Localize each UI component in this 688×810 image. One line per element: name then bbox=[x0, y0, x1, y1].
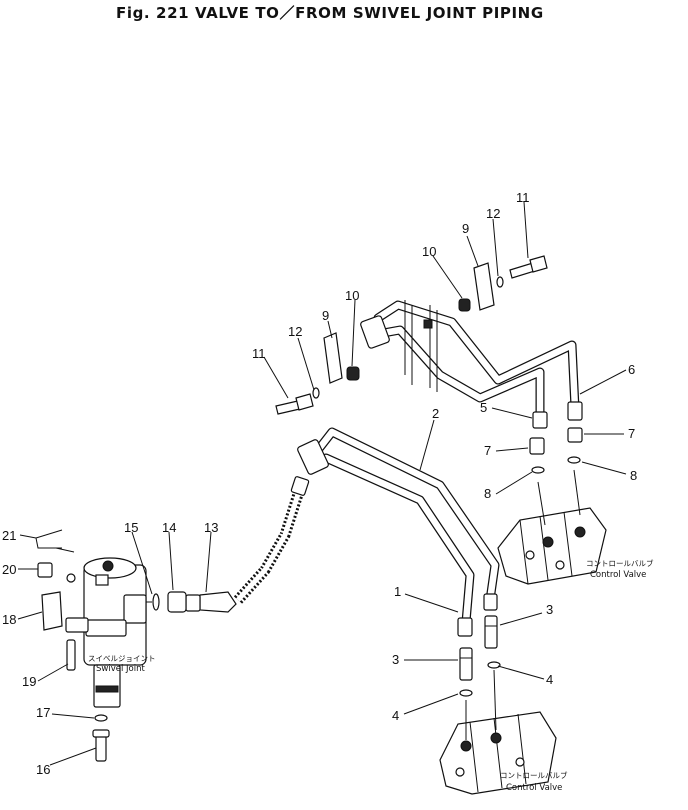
callout-3a: 3 bbox=[546, 602, 553, 617]
figure-title: Fig. 221 VALVE TO／FROM SWIVEL JOINT PIPI… bbox=[116, 4, 544, 22]
callout-11a: 11 bbox=[252, 346, 266, 361]
control-valve-lower bbox=[439, 669, 557, 795]
callout-6: 6 bbox=[628, 362, 635, 377]
callout-3b: 3 bbox=[392, 652, 399, 667]
callout-8b: 8 bbox=[630, 468, 637, 483]
callout-9a: 9 bbox=[322, 308, 329, 323]
callout-20: 20 bbox=[2, 562, 16, 577]
callout-7a: 7 bbox=[484, 443, 491, 458]
callout-15: 15 bbox=[124, 520, 138, 535]
callout-12a: 12 bbox=[288, 324, 302, 339]
callout-1: 1 bbox=[394, 584, 401, 599]
callout-10b: 10 bbox=[422, 244, 436, 259]
callout-17: 17 bbox=[36, 705, 50, 720]
callout-16: 16 bbox=[36, 762, 50, 777]
callout-4a: 4 bbox=[546, 672, 553, 687]
swivel-joint-jp-label: スイベルジョイント bbox=[88, 654, 156, 663]
callout-10a: 10 bbox=[345, 288, 359, 303]
lower-pipe-assembly bbox=[297, 427, 583, 697]
hose-assembly bbox=[136, 476, 310, 613]
callout-11b: 11 bbox=[516, 190, 530, 205]
swivel-joint-label: Swivel Joint bbox=[96, 664, 145, 674]
callout-numbers: 1 2 3 3 4 4 5 6 7 7 8 8 9 9 10 10 11 11 … bbox=[2, 190, 637, 777]
callout-4b: 4 bbox=[392, 708, 399, 723]
callout-18: 18 bbox=[2, 612, 16, 627]
control-valve-upper bbox=[497, 469, 607, 585]
control-valve-lower-jp-label: コントロールバルブ bbox=[500, 770, 568, 780]
callout-21: 21 bbox=[2, 528, 16, 543]
swivel-joint bbox=[35, 529, 147, 762]
callout-19: 19 bbox=[22, 674, 36, 689]
callout-13: 13 bbox=[204, 520, 218, 535]
callout-12b: 12 bbox=[486, 206, 500, 221]
control-valve-lower-label: Control Valve bbox=[506, 783, 562, 793]
control-valve-upper-jp-label: コントロールバルブ bbox=[586, 558, 654, 568]
callout-8a: 8 bbox=[484, 486, 491, 501]
control-valve-upper-label: Control Valve bbox=[590, 570, 646, 580]
callout-2: 2 bbox=[432, 406, 439, 421]
callout-9b: 9 bbox=[462, 221, 469, 236]
callout-5: 5 bbox=[480, 400, 487, 415]
upper-pipe-assembly bbox=[275, 255, 583, 429]
callout-7b: 7 bbox=[628, 426, 635, 441]
leader-lines bbox=[17, 201, 627, 766]
callout-14: 14 bbox=[162, 520, 176, 535]
